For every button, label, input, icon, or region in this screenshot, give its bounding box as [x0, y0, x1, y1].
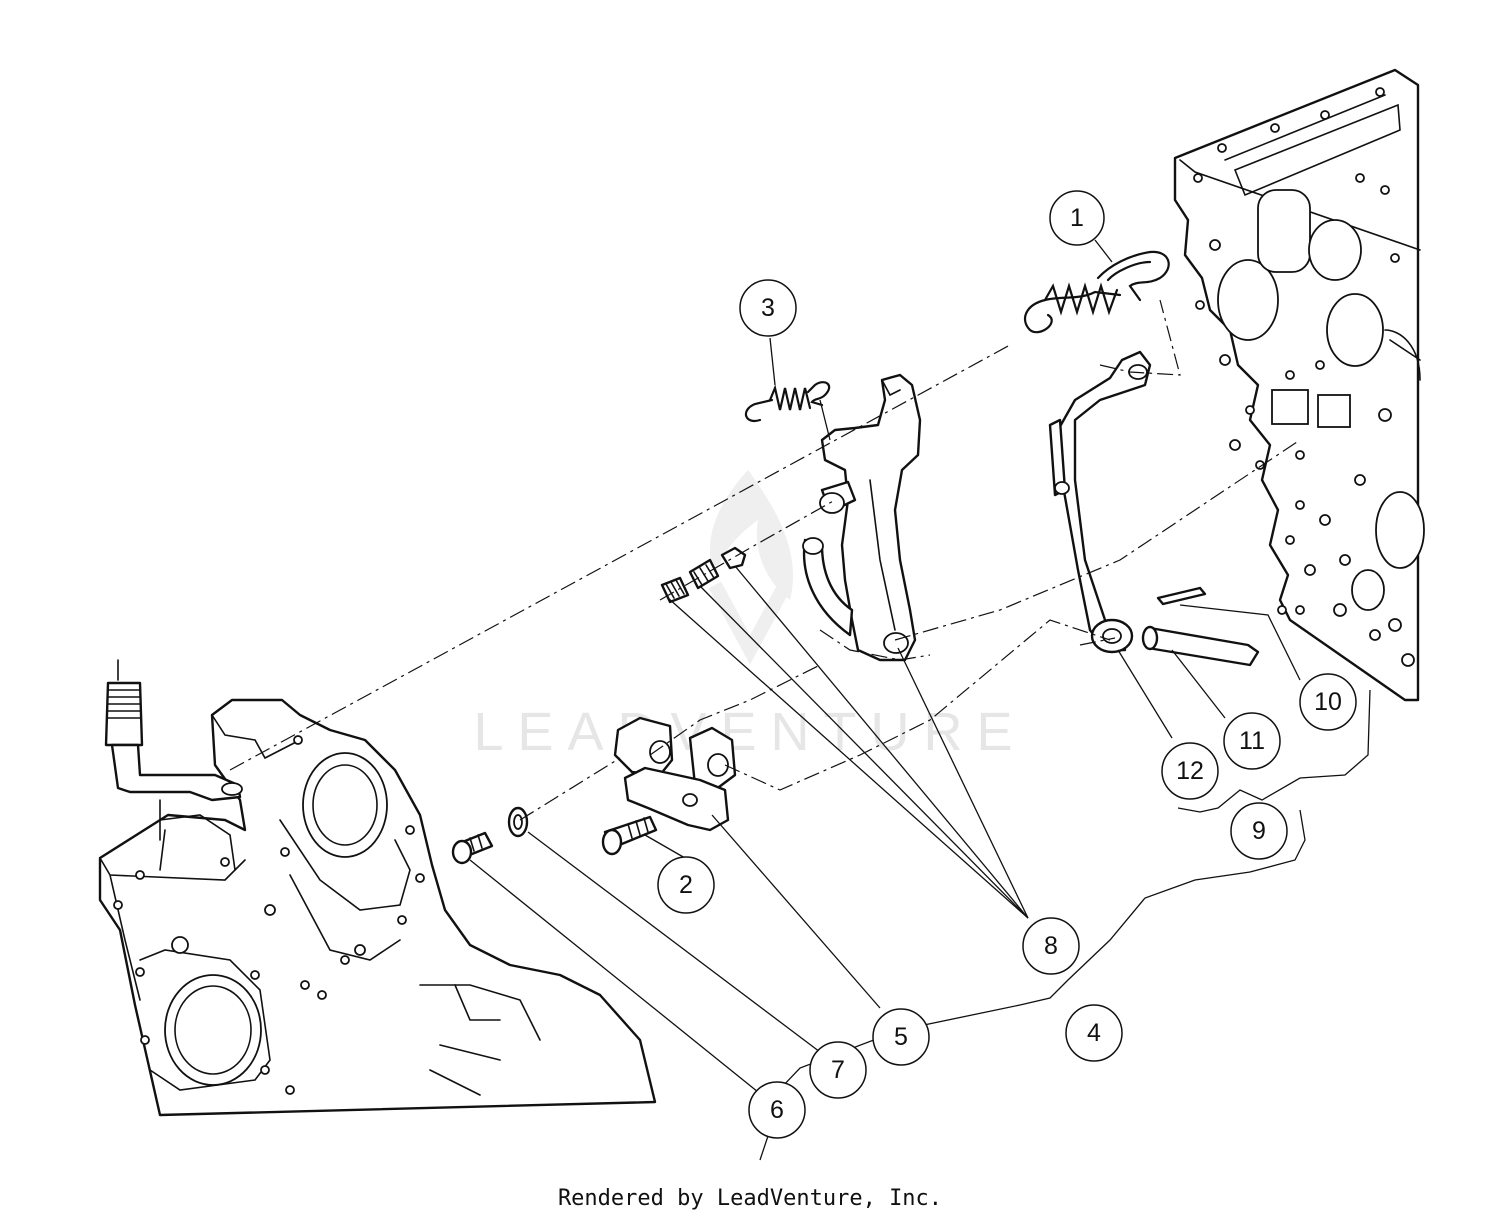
callout-3-label: 3 [761, 294, 775, 322]
bolt-6 [451, 831, 494, 865]
watermark-text: LEADVENTURE [473, 702, 1026, 762]
callout-1-label: 1 [1070, 204, 1084, 232]
callout-11-label: 11 [1239, 727, 1265, 755]
callout-5[interactable]: 5 [872, 1008, 930, 1066]
callout-4[interactable]: 4 [1065, 1004, 1123, 1062]
assembly-center-lines [229, 299, 1301, 821]
callout-9-label: 9 [1252, 817, 1266, 845]
callout-8[interactable]: 8 [1022, 917, 1080, 975]
speed-control-lever [1048, 350, 1152, 654]
spring-pin [1156, 586, 1207, 606]
callout-7[interactable]: 7 [809, 1041, 867, 1099]
callout-12-label: 12 [1176, 757, 1204, 785]
watermark: LEADVENTURE [473, 470, 1026, 762]
callout-2-label: 2 [679, 871, 693, 899]
callout-12[interactable]: 12 [1161, 742, 1219, 800]
callout-9[interactable]: 9 [1230, 802, 1288, 860]
callout-5-label: 5 [894, 1023, 908, 1051]
governor-lever [802, 373, 922, 662]
callout-6-label: 6 [770, 1096, 784, 1124]
governor-spring [1023, 250, 1170, 334]
bolt-2 [601, 815, 658, 856]
callout-2[interactable]: 2 [657, 856, 715, 914]
callout-3[interactable]: 3 [739, 279, 797, 337]
left-gear-case [98, 698, 657, 1117]
lever-holder [613, 716, 737, 832]
callout-10-label: 10 [1314, 688, 1342, 716]
callout-8-label: 8 [1044, 932, 1058, 960]
lever-pin [1141, 625, 1260, 667]
callout-6[interactable]: 6 [748, 1081, 806, 1139]
leader-lines [469, 239, 1301, 1093]
callout-11[interactable]: 11 [1223, 712, 1281, 770]
render-credit: Rendered by LeadVenture, Inc. [557, 1186, 943, 1211]
callout-4-label: 4 [1087, 1019, 1101, 1047]
governor-shaft [104, 659, 243, 841]
callout-1[interactable]: 1 [1049, 190, 1105, 246]
clip-7 [507, 806, 529, 838]
small-spring [744, 381, 831, 423]
right-engine-block [1173, 68, 1425, 702]
callout-7-label: 7 [831, 1056, 845, 1084]
callout-10[interactable]: 10 [1299, 673, 1357, 731]
